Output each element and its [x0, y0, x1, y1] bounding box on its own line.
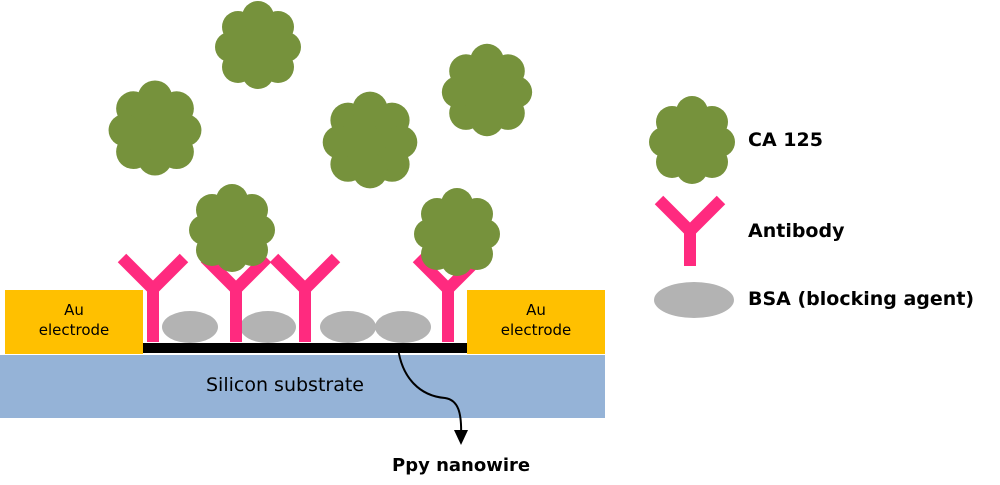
- ca125-protein: [322, 91, 418, 189]
- right-electrode-label-line1: Au: [526, 301, 546, 319]
- bsa-molecule: [320, 311, 376, 343]
- bsa-molecule: [375, 311, 431, 343]
- legend-antibody-label: Antibody: [748, 220, 845, 242]
- ca125-protein: [441, 43, 533, 137]
- right-electrode-label: Au electrode: [467, 300, 605, 340]
- antibody-icon: [269, 253, 341, 342]
- antibody-icon: [117, 253, 189, 342]
- legend-bsa-icon: [654, 282, 734, 318]
- legend-antibody-icon: [654, 195, 726, 266]
- bsa-molecule: [240, 311, 296, 343]
- left-electrode-label: Au electrode: [5, 300, 143, 340]
- bsa-molecule: [162, 311, 218, 343]
- arrow-head-icon: [454, 430, 468, 445]
- ppy-nanowire: [143, 343, 467, 353]
- left-electrode-label-line1: Au: [64, 301, 84, 319]
- legend-ca125-label: CA 125: [748, 129, 823, 151]
- ca125-protein: [189, 184, 275, 272]
- legend-bsa-label: BSA (blocking agent): [748, 288, 975, 310]
- nanowire-label: Ppy nanowire: [392, 455, 531, 476]
- substrate-label: Silicon substrate: [206, 374, 364, 396]
- nanowire-pointer-arrow: [397, 347, 463, 438]
- silicon-substrate: [0, 355, 605, 418]
- ca125-protein: [414, 188, 500, 276]
- ca125-protein: [108, 80, 202, 176]
- left-electrode-label-line2: electrode: [38, 321, 110, 339]
- ca125-protein: [215, 1, 301, 89]
- right-au-electrode: [467, 290, 605, 354]
- legend-ca125-icon: [649, 96, 735, 184]
- antibody-icon: [200, 253, 272, 342]
- left-au-electrode: [5, 290, 143, 354]
- right-electrode-label-line2: electrode: [500, 321, 572, 339]
